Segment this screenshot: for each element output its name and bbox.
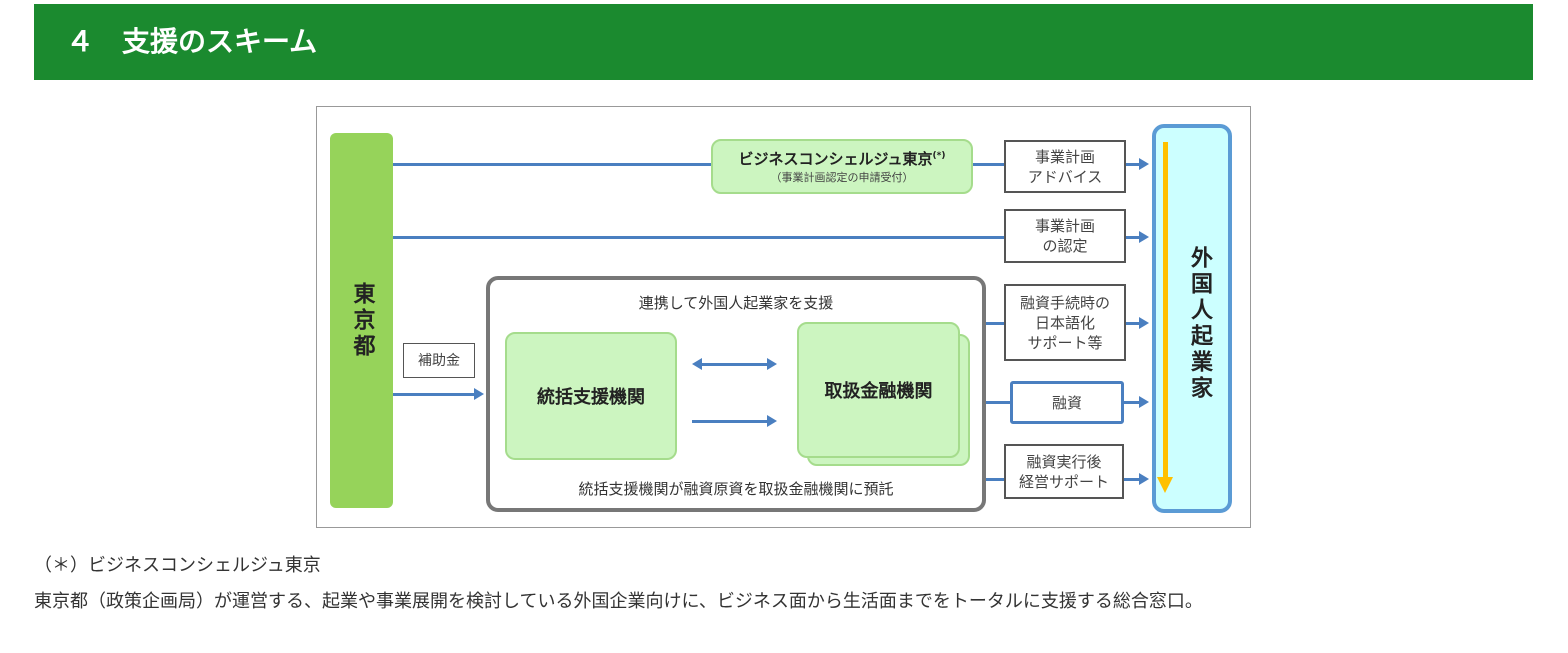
arrow-right-icon xyxy=(1139,317,1149,329)
group-caption-top: 連携して外国人起業家を支援 xyxy=(638,294,834,312)
arrow-right-icon xyxy=(1139,231,1149,243)
connector-line xyxy=(393,163,711,166)
group-caption-bottom: 統括支援機関が融資原資を取扱金融機関に預託 xyxy=(578,480,894,498)
output-management-support: 融資実行後 経営サポート xyxy=(1004,444,1124,499)
connector-line xyxy=(393,236,1004,239)
arrow-left-icon xyxy=(692,358,702,370)
section-heading: ４ 支援のスキーム xyxy=(34,4,1533,80)
output-business-plan-certification: 事業計画 の認定 xyxy=(1004,209,1126,263)
concierge-mark: (*) xyxy=(932,151,946,161)
arrow-right-icon xyxy=(767,358,777,370)
footnote-body: 東京都（政策企画局）が運営する、起業や事業展開を検討している外国企業向けに、ビジ… xyxy=(34,591,1203,612)
arrow-right-icon xyxy=(1139,158,1149,170)
tokyo-box: 東京都 xyxy=(330,133,393,508)
arrow-down-icon xyxy=(1157,477,1173,493)
arrow-right-icon xyxy=(767,415,777,427)
subsidy-label: 補助金 xyxy=(403,343,475,378)
output-loan: 融資 xyxy=(1010,381,1124,424)
support-scheme-diagram xyxy=(316,106,1251,528)
arrow-right-icon xyxy=(1139,473,1149,485)
cooperation-group xyxy=(486,276,986,512)
arrow-right-icon xyxy=(1139,396,1149,408)
concierge-name: ビジネスコンシェルジュ東京 xyxy=(738,150,933,168)
financial-institution-box: 取扱金融機関 xyxy=(797,322,960,458)
output-japanese-support: 融資手続時の 日本語化 サポート等 xyxy=(1004,284,1126,361)
concierge-box: ビジネスコンシェルジュ東京(*) （事業計画認定の申請受付） xyxy=(711,139,973,194)
concierge-sub: （事業計画認定の申請受付） xyxy=(770,171,914,184)
timeline-arrow xyxy=(1163,142,1168,478)
footnote-title: （＊）ビジネスコンシェルジュ東京 xyxy=(34,555,321,576)
coordinating-agency-box: 統括支援機関 xyxy=(505,332,677,460)
arrow-right-icon xyxy=(474,388,484,400)
tokyo-label: 東京都 xyxy=(349,281,375,360)
output-business-plan-advice: 事業計画 アドバイス xyxy=(1004,140,1126,193)
target-label: 外国人起業家 xyxy=(1187,246,1212,402)
connector-line xyxy=(973,163,1004,166)
